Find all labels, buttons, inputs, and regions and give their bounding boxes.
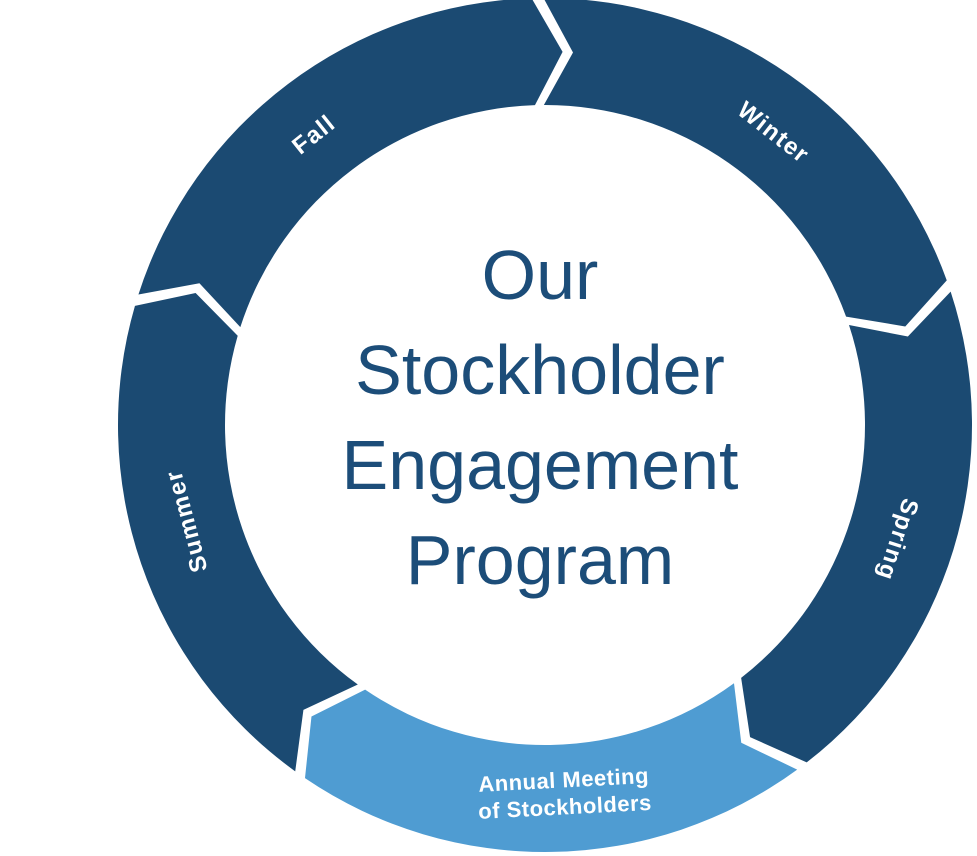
title-line-3: Engagement (341, 426, 739, 504)
segment-fall (138, 0, 563, 328)
diagram-title: Our Stockholder Engagement Program (205, 228, 875, 608)
segment-winter (543, 0, 947, 327)
title-line-4: Program (405, 521, 675, 599)
segment-annual-meeting (304, 683, 798, 852)
segment-spring (741, 291, 973, 763)
segments (117, 0, 973, 852)
title-line-2: Stockholder (355, 331, 725, 409)
title-line-1: Our (481, 236, 599, 314)
segment-summer (117, 292, 358, 772)
